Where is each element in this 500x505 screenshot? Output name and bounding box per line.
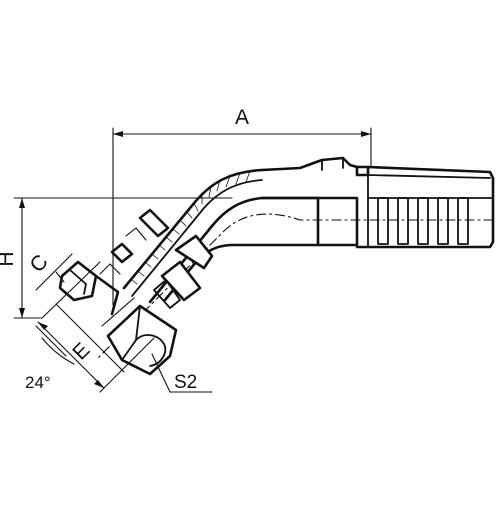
ferrule-lower-step: [153, 279, 181, 309]
barb-5: [457, 197, 469, 245]
hose-tail-collar-top-edge: [260, 156, 370, 172]
dimension-e-inner-line: [55, 303, 125, 373]
s2-leader-line: [151, 353, 171, 393]
hex-nut: [101, 297, 178, 376]
dimension-a-label: A: [235, 106, 249, 129]
ferrule-section: [99, 208, 214, 309]
barb-1: [377, 197, 389, 245]
dimension-e-label: E: [68, 338, 94, 364]
barb-3: [417, 197, 429, 245]
dimension-angle: 24°: [25, 325, 75, 392]
dimension-a-right-arrow: [361, 131, 371, 137]
dimension-h-label: H: [0, 251, 18, 266]
hex-nut-body: [106, 304, 178, 376]
hex-nut-edge-1: [135, 305, 141, 341]
hose-tail: [260, 156, 495, 249]
bent-tube-centerline: [95, 213, 494, 361]
dimension-h-bottom-arrow: [19, 308, 25, 318]
dimension-s2: S2: [151, 353, 213, 393]
ferrule-right-step: [160, 260, 202, 302]
seat-cone-inner: [69, 269, 87, 295]
dimension-e-left-arrow: [38, 322, 48, 330]
bent-tube-outer-edge: [122, 168, 264, 290]
dimension-h: H: [0, 197, 233, 319]
dimension-e-left-extension: [41, 261, 101, 319]
seat-cone-body: [58, 260, 98, 302]
bent-tube-inner-edge: [148, 196, 320, 304]
hose-tail-barbs: [367, 197, 494, 245]
bent-tube-hatching: [130, 170, 251, 285]
bent-tube-outer-inner-edge: [131, 179, 263, 297]
dimension-a-left-arrow: [113, 131, 123, 137]
dimension-h-top-arrow: [19, 198, 25, 208]
angle-label: 24°: [25, 373, 51, 392]
dimension-e-right-extension: [99, 337, 155, 393]
angle-leg-1: [35, 325, 67, 357]
ferrule-small-lug: [110, 242, 134, 264]
hose-tail-collar-block: [316, 196, 359, 247]
hose-tail-barb-top-line: [367, 174, 491, 179]
dimension-e-line: [37, 321, 105, 389]
ferrule-left-detail: [99, 263, 121, 275]
dimension-c-tick: [55, 271, 65, 283]
barb-4: [437, 197, 449, 245]
ferrule-top-lug: [138, 208, 170, 238]
hose-tail-outer-edge: [355, 165, 495, 249]
seat-cone: [58, 260, 120, 316]
dimension-a: A: [112, 106, 372, 306]
dimension-c-label: C: [26, 250, 53, 277]
barb-2: [397, 197, 409, 245]
ferrule-detail-line: [125, 227, 147, 241]
dimension-e-right-arrow: [94, 380, 104, 388]
hex-nut-top-chamfer: [101, 297, 135, 327]
hex-nut-round-face: [135, 334, 167, 367]
hex-nut-edge-2: [121, 339, 137, 361]
seat-cone-shoulder: [94, 274, 120, 316]
s2-label: S2: [174, 372, 197, 393]
dimension-c-line: [35, 253, 73, 291]
angle-arc: [41, 337, 75, 365]
ferrule-right-block: [174, 234, 214, 270]
